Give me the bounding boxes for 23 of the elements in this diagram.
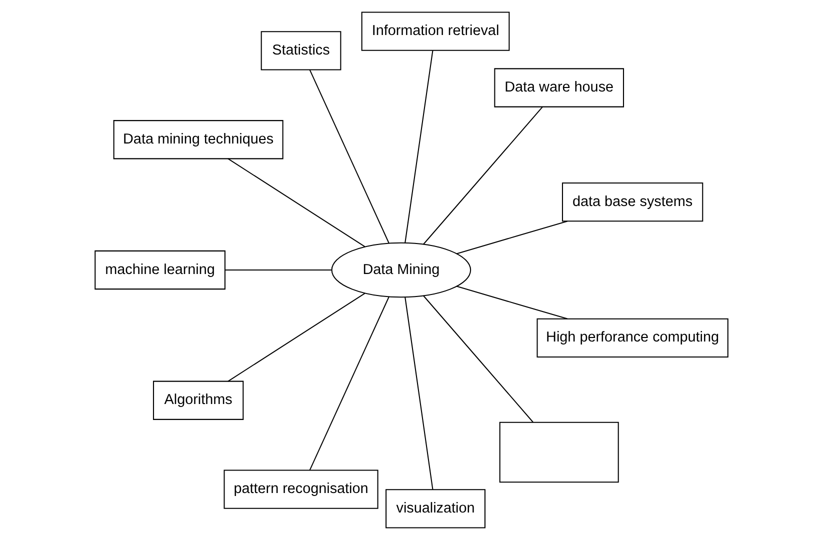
node-box: pattern recognisation — [223, 470, 378, 509]
node-box: Data ware house — [494, 68, 624, 108]
node-box: Information retrieval — [360, 12, 510, 51]
node-box: data base systems — [561, 182, 703, 222]
connector — [308, 70, 389, 244]
connector — [456, 286, 567, 320]
connector — [422, 295, 533, 422]
connector — [224, 269, 332, 270]
connector — [422, 106, 542, 245]
node-box: visualization — [385, 489, 485, 528]
connector — [308, 296, 389, 470]
connector — [404, 50, 433, 243]
node-box: Data mining techniques — [112, 120, 283, 160]
connector — [227, 158, 365, 248]
node-box: High perforance computing — [536, 318, 728, 358]
connector — [227, 292, 365, 382]
connector — [456, 220, 567, 254]
node-ellipse: Data Mining — [330, 242, 471, 298]
node-box: Algorithms — [152, 380, 244, 420]
node-box: Statistics — [260, 31, 341, 70]
connector — [404, 297, 433, 490]
node-box: machine learning — [94, 250, 225, 290]
node-box — [498, 422, 618, 483]
